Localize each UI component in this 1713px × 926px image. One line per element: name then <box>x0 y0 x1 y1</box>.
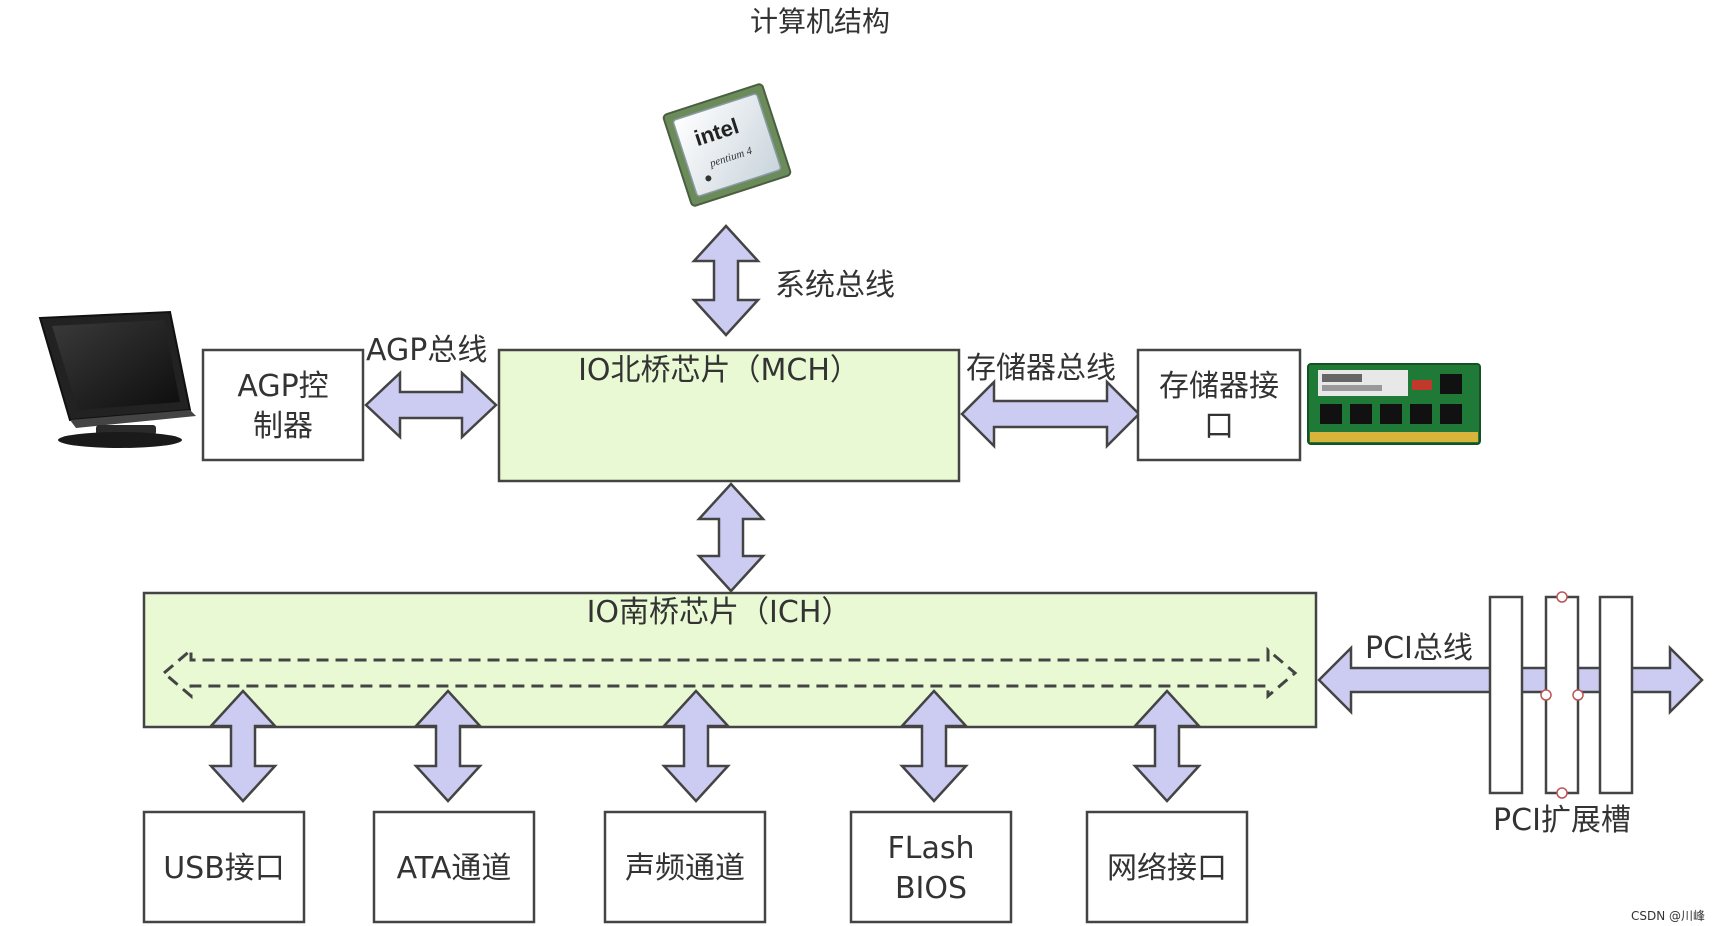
flash-bios-label-line2: BIOS <box>895 871 967 906</box>
pci-slot-label: PCI扩展槽 <box>1493 803 1631 838</box>
south-bridge-internal-bus <box>161 646 1298 700</box>
north-south-link-arrow <box>696 482 766 593</box>
watermark: CSDN @川峰 <box>1631 909 1705 923</box>
pci-expansion-slots <box>1488 591 1634 799</box>
agp-controller-label-line1: AGP控 <box>237 369 328 404</box>
agp-controller-label-line2: 制器 <box>253 409 313 444</box>
monitor-icon <box>38 310 196 448</box>
agp-bus-arrow <box>364 370 498 440</box>
network-interface-label: 网络接口 <box>1107 851 1227 886</box>
agp-controller-box <box>201 348 365 462</box>
pci-bus-label: PCI总线 <box>1365 631 1473 666</box>
north-bridge-label: IO北桥芯片（MCH） <box>578 353 860 388</box>
diagram-title: 计算机结构 <box>750 5 890 38</box>
system-bus-label: 系统总线 <box>775 268 895 303</box>
flash-arrow <box>899 689 969 803</box>
audio-channel-label: 声频通道 <box>625 851 745 886</box>
peripheral-arrows <box>208 689 1202 803</box>
ata-channel-box <box>372 810 536 924</box>
audio-channel-box <box>603 810 767 924</box>
ata-arrow <box>413 689 483 803</box>
north-bridge-box <box>497 348 961 483</box>
usb-interface-box <box>142 810 306 924</box>
pci-slot <box>1488 595 1524 795</box>
flash-bios-box <box>849 810 1013 924</box>
memory-interface-box <box>1136 348 1302 462</box>
memory-interface-label-line2: 口 <box>1204 409 1234 444</box>
memory-bus-label: 存储器总线 <box>966 351 1116 386</box>
audio-arrow <box>661 689 731 803</box>
agp-bus-label: AGP总线 <box>366 333 487 368</box>
system-bus-arrow <box>691 224 761 337</box>
ram-module-icon <box>1307 363 1481 445</box>
flash-bios-label-line1: FLash <box>888 831 975 866</box>
pci-slot <box>1598 595 1634 795</box>
cpu-chip-icon: intel pentium 4 <box>662 83 792 207</box>
usb-arrow <box>208 689 278 803</box>
usb-interface-label: USB接口 <box>163 851 285 886</box>
south-bridge-label: IO南桥芯片（ICH） <box>587 595 852 630</box>
ata-channel-label: ATA通道 <box>397 851 512 886</box>
network-interface-box <box>1085 810 1249 924</box>
memory-interface-label-line1: 存储器接 <box>1159 369 1279 404</box>
network-arrow <box>1132 689 1202 803</box>
memory-bus-arrow <box>960 378 1141 450</box>
